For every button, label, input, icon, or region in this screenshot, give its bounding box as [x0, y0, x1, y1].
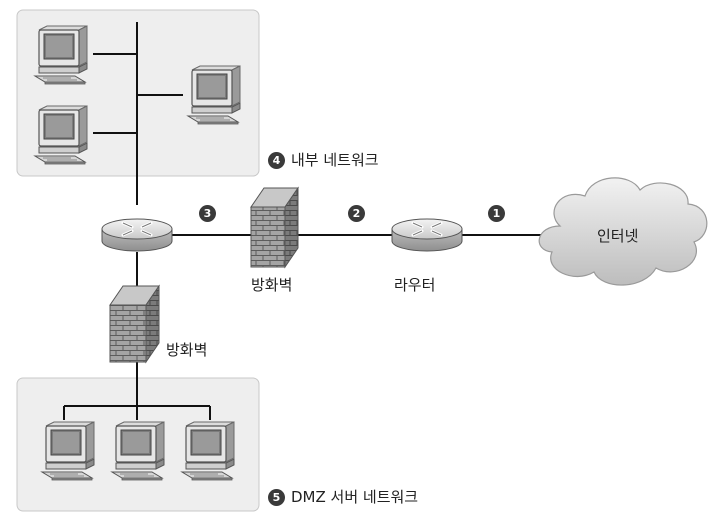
zone-marker-5: 5 — [268, 489, 285, 506]
zone-marker-4: 4 — [268, 152, 285, 169]
internal-network-text: 내부 네트워크 — [291, 151, 379, 169]
dmz-link — [63, 252, 211, 420]
core-router-icon — [100, 217, 174, 253]
edge-router-icon — [390, 217, 464, 253]
internet-cloud-icon — [538, 177, 708, 286]
internal-network-label: 4 내부 네트워크 — [268, 152, 379, 169]
internal-network-bus — [93, 22, 183, 205]
internet-label: 인터넷 — [597, 227, 639, 245]
link-marker-3: 3 — [199, 205, 216, 222]
firewall-lower-icon — [109, 284, 160, 364]
dmz-network-label: 5 DMZ 서버 네트워크 — [268, 489, 418, 506]
dmz-network-text: DMZ 서버 네트워크 — [291, 488, 419, 506]
firewall-lower-label: 방화벽 — [166, 341, 208, 359]
link-marker-2: 2 — [348, 205, 365, 222]
firewall-upper-icon — [250, 186, 299, 269]
router-label: 라우터 — [394, 276, 436, 294]
firewall-upper-label: 방화벽 — [251, 276, 293, 294]
link-marker-1: 1 — [488, 205, 505, 222]
